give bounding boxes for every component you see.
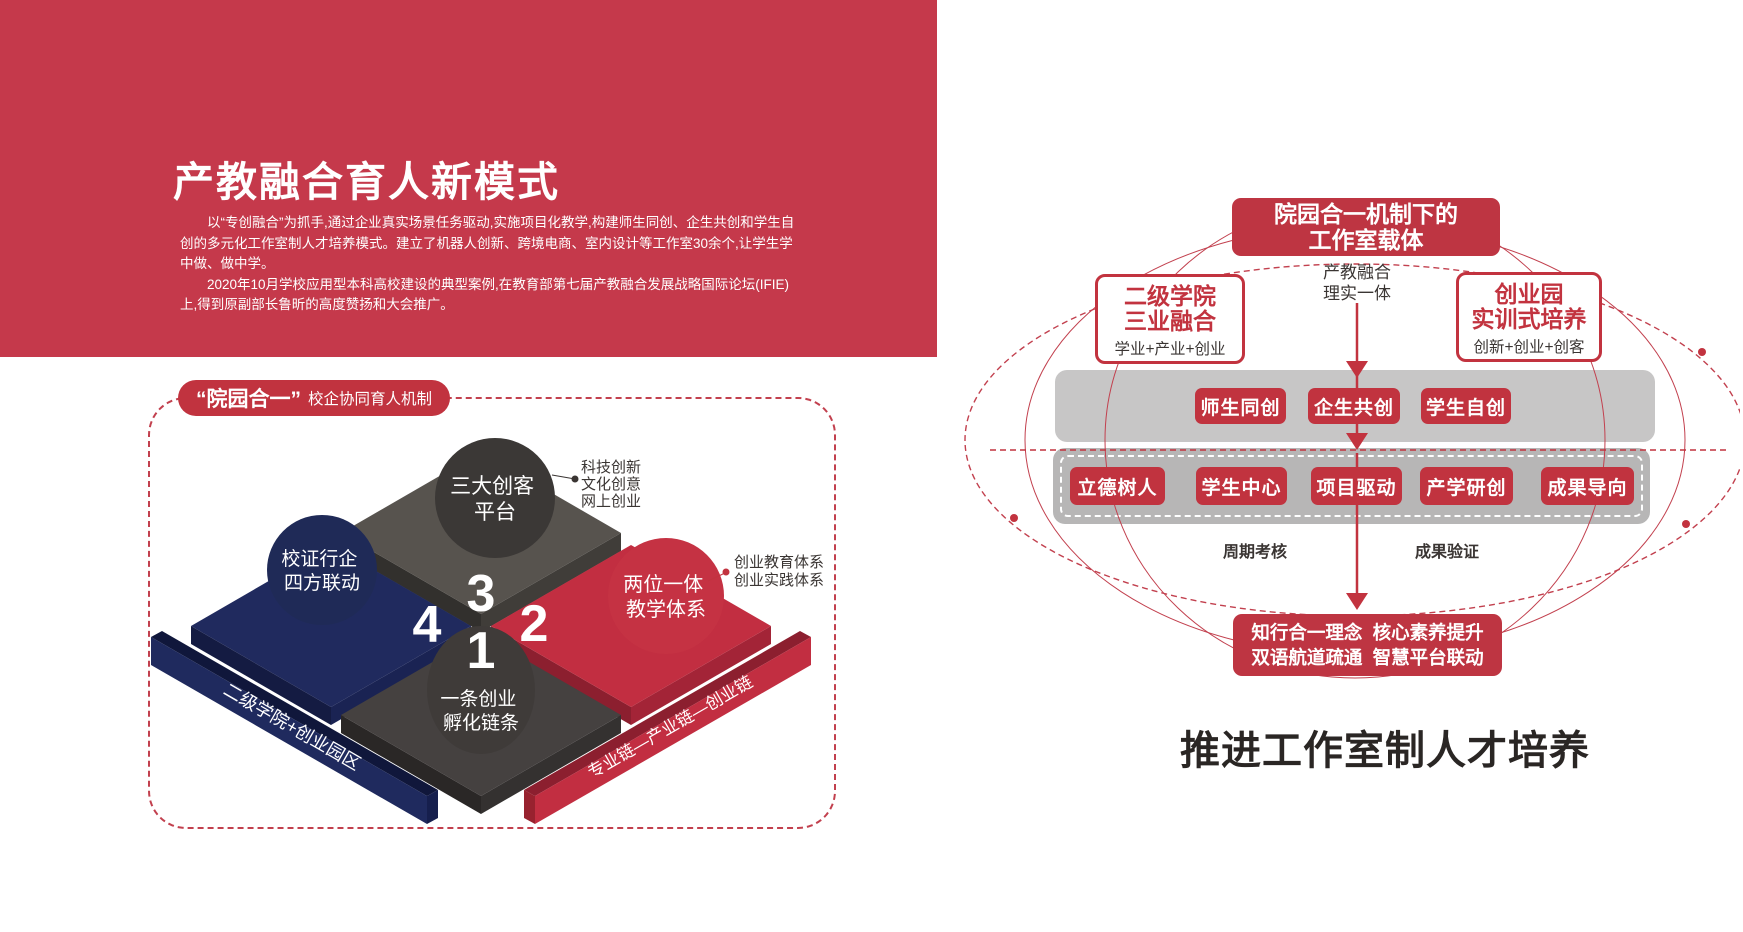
mechanism-pill-label: “院园合一” 校企协同育人机制 <box>178 380 451 416</box>
chip-moral-education: 立德树人 <box>1070 467 1165 505</box>
bottom-red-box: 知行合一理念 核心素养提升 双语航道疏通 智慧平台联动 <box>1233 614 1502 676</box>
pill-main-text: “院园合一” <box>196 388 301 411</box>
number-1: 1 <box>467 622 496 680</box>
label-outcome-verification: 成果验证 <box>1414 544 1479 561</box>
svg-text:一条创业 孵化链条: 一条创业 孵化链条 <box>440 688 521 734</box>
label-periodic-assessment: 周期考核 <box>1222 544 1287 561</box>
annotation-dot <box>571 475 579 483</box>
svg-text:文化创意: 文化创意 <box>581 475 641 493</box>
tile-bottom <box>341 634 621 814</box>
pill-sub-text: 校企协同育人机制 <box>308 391 433 408</box>
red-banner: 产教融合育人新模式 以“专创融合”为抓手,通过企业真实场景任务驱动,实施项目化教… <box>0 0 937 357</box>
bottom-box-line-2: 双语航道疏通 智慧平台联动 <box>1251 647 1484 668</box>
chip-teacher-student-cocreation: 师生同创 <box>1195 388 1286 424</box>
number-3: 3 <box>467 565 496 623</box>
integration-center-label: 产教融合 理实一体 <box>1323 263 1391 303</box>
startup-park-box: 创业园 实训式培养 创新+创业+创客 <box>1456 272 1602 362</box>
circle-two-in-one-teaching: 两位一体 教学体系 <box>608 538 724 654</box>
chip-enterprise-student-cocreation: 企生共创 <box>1308 388 1400 424</box>
svg-text:网上创业: 网上创业 <box>581 493 641 510</box>
right-title-line-2: 工作室载体 <box>1308 227 1424 253</box>
chip-industry-academia-research: 产学研创 <box>1420 467 1513 505</box>
number-2: 2 <box>520 595 549 653</box>
page-title: 产教融合育人新模式 <box>173 159 560 205</box>
chip-student-centered: 学生中心 <box>1196 467 1287 505</box>
intro-paragraph-2: 2020年10月学校应用型本科高校建设的典型案例,在教育部第七届产教融合发展战略… <box>180 276 790 313</box>
mechanism-dashed-frame <box>148 397 836 829</box>
annotation-maker-platforms: 科技创新 文化创意 网上创业 <box>551 459 641 510</box>
svg-text:科技创新: 科技创新 <box>581 459 641 476</box>
chip-project-driven: 项目驱动 <box>1311 467 1402 505</box>
orbit-dot-left <box>1010 514 1018 522</box>
right-title-line-1: 院园合一机制下的 <box>1274 201 1458 227</box>
tile-numbers: 3 4 2 1 <box>413 565 549 680</box>
chip-outcome-oriented: 成果导向 <box>1541 467 1634 505</box>
number-4: 4 <box>413 596 442 654</box>
arrowhead-3 <box>1346 593 1368 610</box>
svg-text:创业实践体系: 创业实践体系 <box>734 572 824 589</box>
svg-text:三大创客 平台: 三大创客 平台 <box>450 475 540 524</box>
circle-four-party-linkage: 校证行企 四方联动 <box>267 515 377 625</box>
intro-paragraphs: 以“专创融合”为抓手,通过企业真实场景任务驱动,实施项目化教学,构建师生同创、企… <box>180 213 795 316</box>
right-title-box: 院园合一机制下的 工作室载体 <box>1232 198 1500 256</box>
svg-text:校证行企 四方联动: 校证行企 四方联动 <box>281 548 362 594</box>
tile-left <box>191 545 471 725</box>
circle-three-maker-platforms: 三大创客 平台 <box>435 438 555 558</box>
isometric-diamond-diagram: 二级学院+创业园区 专业链—产业链—创业链 三大创客 平台 <box>151 438 824 824</box>
orbit-dot-upper-right <box>1698 348 1706 356</box>
annotation-dot-red <box>722 568 730 576</box>
svg-text:创业教育体系: 创业教育体系 <box>734 554 824 571</box>
orbit-dot-right <box>1682 520 1690 528</box>
intro-paragraph-1: 以“专创融合”为抓手,通过企业真实场景任务驱动,实施项目化教学,构建师生同创、企… <box>180 215 795 271</box>
svg-text:两位一体 教学体系: 两位一体 教学体系 <box>623 573 709 621</box>
chip-student-selfcreation: 学生自创 <box>1421 388 1511 424</box>
annotation-education-systems: 创业教育体系 创业实践体系 <box>707 554 824 589</box>
secondary-college-box: 二级学院 三业融合 学业+产业+创业 <box>1095 274 1245 364</box>
circle-incubation-chain: 一条创业 孵化链条 <box>427 626 535 754</box>
right-caption: 推进工作室制人才培养 <box>1180 729 1590 773</box>
bottom-box-line-1: 知行合一理念 核心素养提升 <box>1251 622 1484 643</box>
